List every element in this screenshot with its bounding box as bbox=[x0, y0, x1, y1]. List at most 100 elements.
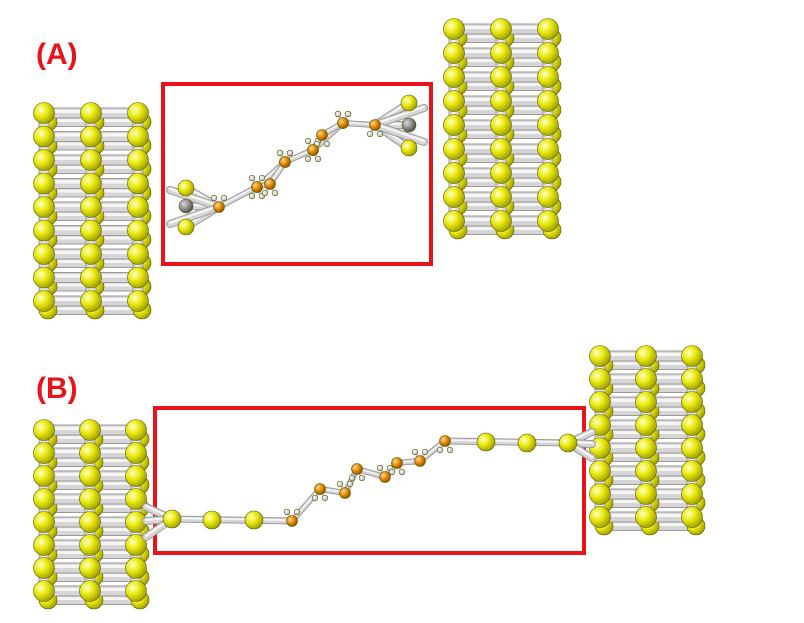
electrode-atom bbox=[79, 534, 101, 556]
electrode-atom bbox=[80, 266, 102, 289]
carbon-atom bbox=[316, 129, 328, 141]
electrode-atom bbox=[33, 172, 55, 195]
electrode-atom bbox=[635, 391, 657, 413]
hydrogen-atom bbox=[348, 474, 356, 482]
electrode-atom bbox=[589, 368, 611, 390]
hydrogen-atom bbox=[283, 508, 291, 516]
electrode-atom bbox=[33, 243, 55, 265]
carbon-atom bbox=[251, 181, 263, 193]
electrode-atom bbox=[635, 483, 657, 505]
electrode-atom bbox=[537, 66, 559, 88]
electrode-atom bbox=[79, 442, 101, 464]
electrode-atom bbox=[443, 162, 465, 184]
electrode-atom bbox=[80, 102, 102, 124]
bond-highlight bbox=[373, 122, 426, 142]
electrode-atom bbox=[127, 290, 149, 312]
hydrogen-atom bbox=[376, 130, 384, 138]
electrode-atom bbox=[33, 465, 55, 487]
hydrogen-atom bbox=[358, 474, 366, 482]
electrode-atom bbox=[589, 506, 611, 528]
electrode-atom bbox=[537, 186, 559, 208]
electrode-atom bbox=[125, 557, 147, 579]
carbon-atom bbox=[264, 178, 276, 190]
electrode-atom bbox=[537, 138, 559, 160]
bond-highlight bbox=[171, 517, 293, 521]
hydrogen-atom bbox=[388, 468, 396, 476]
hydrogen-atom bbox=[271, 189, 279, 197]
electrode-atom bbox=[490, 18, 512, 40]
electrode-atom bbox=[80, 290, 102, 312]
hydrogen-atom bbox=[366, 130, 374, 138]
electrode-atom bbox=[681, 391, 703, 413]
carbon-atom bbox=[391, 457, 403, 469]
electrode-atom bbox=[79, 580, 101, 602]
carbon-atom bbox=[369, 119, 381, 131]
electrode-atom bbox=[33, 196, 55, 218]
electrode-atom bbox=[490, 42, 512, 64]
electrode-atom bbox=[443, 18, 465, 40]
hydrogen-atom bbox=[210, 194, 218, 202]
electrode-atom bbox=[635, 414, 657, 436]
carbon-atom bbox=[337, 117, 349, 129]
hydrogen-atom bbox=[261, 189, 269, 197]
electrode-atom bbox=[127, 102, 149, 124]
electrode-atom bbox=[80, 243, 102, 265]
electrode-atom bbox=[681, 506, 703, 528]
electrode-atom bbox=[33, 149, 55, 171]
electrode-atom bbox=[443, 42, 465, 64]
electrode-atom bbox=[33, 266, 55, 289]
electrode-atom bbox=[79, 488, 101, 510]
carbon-atom bbox=[351, 463, 363, 475]
wire-atom bbox=[162, 509, 182, 529]
electrode-atom bbox=[490, 138, 512, 160]
electrode-atom bbox=[79, 419, 101, 441]
electrode-atom bbox=[537, 18, 559, 40]
hydrogen-atom bbox=[376, 464, 384, 472]
electrode-atom bbox=[80, 172, 102, 195]
electrode-b-right bbox=[589, 345, 706, 536]
electrode-atom bbox=[127, 172, 149, 195]
carbon-atom bbox=[286, 515, 298, 527]
hydrogen-atom bbox=[421, 448, 429, 456]
electrode-atom bbox=[635, 345, 657, 367]
hydrogen-atom bbox=[321, 494, 329, 502]
electrode-atom bbox=[33, 442, 55, 464]
electrode-atom bbox=[33, 419, 55, 441]
electrode-atom bbox=[443, 186, 465, 208]
electrode-atom bbox=[635, 460, 657, 482]
bond bbox=[169, 516, 295, 524]
bond-highlight bbox=[444, 439, 569, 443]
wire-atom bbox=[202, 510, 222, 530]
electrode-atom bbox=[125, 442, 147, 464]
electrode-atom bbox=[33, 511, 55, 533]
electrode-atom bbox=[79, 511, 101, 533]
highlight-box-a bbox=[161, 82, 433, 266]
electrode-atom bbox=[33, 534, 55, 556]
carbon-atom bbox=[279, 156, 291, 168]
electrode-atom bbox=[589, 345, 611, 367]
hydrogen-atom bbox=[248, 174, 256, 182]
wire-atom bbox=[476, 432, 496, 452]
electrode-atom bbox=[537, 114, 559, 136]
electrode-atom bbox=[177, 179, 195, 197]
electrode-atom bbox=[635, 506, 657, 528]
electrode-atom bbox=[125, 580, 147, 602]
electrode-atom bbox=[33, 557, 55, 579]
hydrogen-atom bbox=[314, 155, 322, 163]
electrode-atom bbox=[127, 196, 149, 218]
electrode-atom bbox=[127, 125, 149, 148]
panel-label-a: (A) bbox=[36, 38, 78, 71]
linker-atom bbox=[401, 117, 417, 133]
electrode-a-left bbox=[33, 102, 152, 320]
electrode-atom bbox=[127, 219, 149, 242]
electrode-atom bbox=[537, 90, 559, 112]
linker-atom bbox=[178, 198, 194, 214]
electrode-b-left bbox=[33, 419, 150, 610]
electrode-atom bbox=[537, 42, 559, 64]
electrode-atom bbox=[681, 368, 703, 390]
electrode-atom bbox=[400, 139, 418, 157]
electrode-atom bbox=[681, 483, 703, 505]
hydrogen-atom bbox=[304, 137, 312, 145]
hydrogen-atom bbox=[436, 446, 444, 454]
